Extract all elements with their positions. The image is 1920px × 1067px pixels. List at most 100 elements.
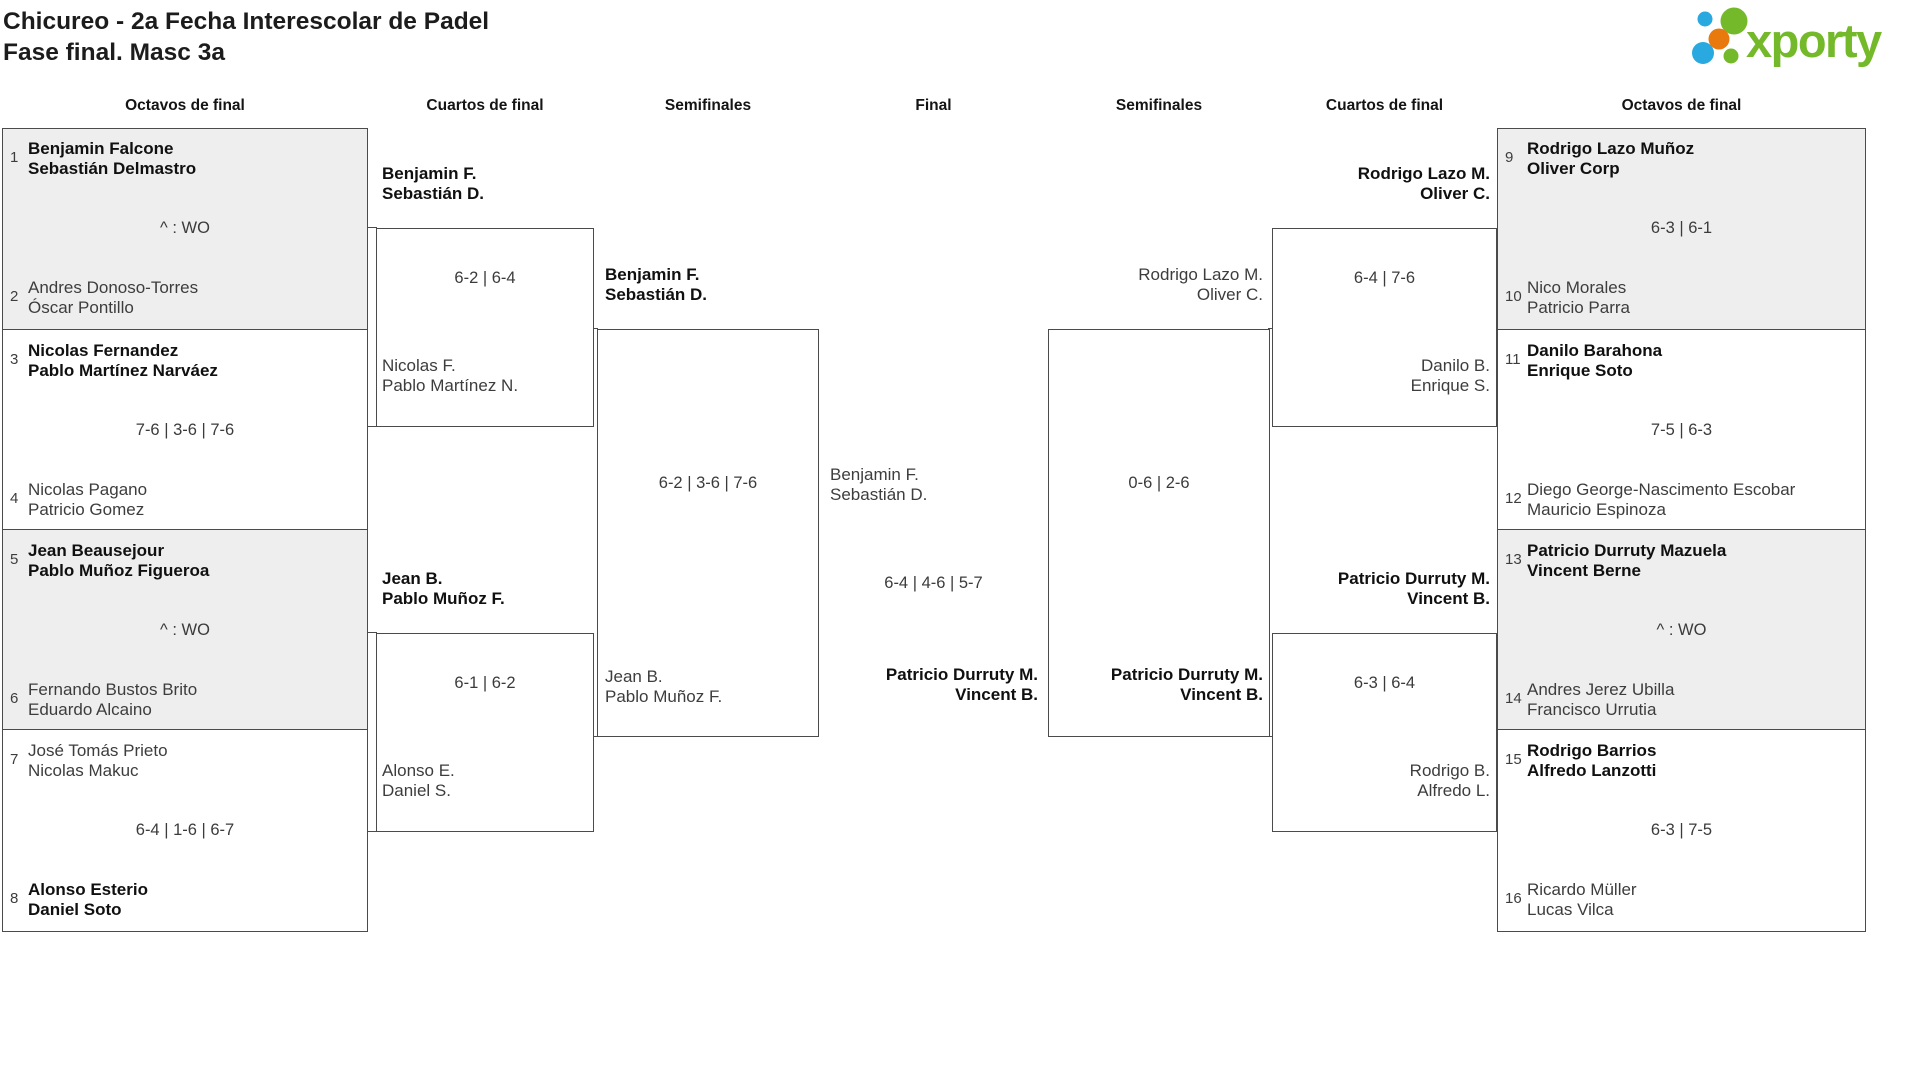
team-player-2: Vincent Berne xyxy=(1527,561,1642,580)
team-player-1: Rodrigo Lazo Muñoz xyxy=(1527,139,1695,158)
team-player-2: Pablo Muñoz F. xyxy=(382,589,505,608)
page-title-line1: Chicureo - 2a Fecha Interescolar de Pade… xyxy=(3,8,490,35)
team-name: Patricio Durruty M. Vincent B. xyxy=(1048,665,1263,705)
team-player-1: Patricio Durruty Mazuela xyxy=(1527,541,1727,560)
round-label-right-qf: Cuartos de final xyxy=(1325,97,1444,114)
team-player-1: Jean B. xyxy=(382,569,443,588)
team-player-2: Francisco Urrutia xyxy=(1527,700,1657,719)
match-box-right-r16-4[interactable] xyxy=(1497,729,1866,932)
seed-number: 5 xyxy=(10,551,19,568)
team-name: Alonso E. Daniel S. xyxy=(382,761,455,801)
team-player-2: Oliver C. xyxy=(1420,184,1490,203)
team-name: Danilo Barahona Enrique Soto xyxy=(1527,341,1662,381)
team-name: Nico Morales Patricio Parra xyxy=(1527,278,1630,318)
match-score: 6-1 | 6-2 xyxy=(454,674,516,692)
team-name: Benjamin F. Sebastián D. xyxy=(605,265,707,305)
team-player-1: Andres Jerez Ubilla xyxy=(1527,680,1675,699)
seed-number: 8 xyxy=(10,890,19,907)
match-score: 6-4 | 1-6 | 6-7 xyxy=(135,821,235,839)
match-score: 6-3 | 6-4 xyxy=(1353,674,1416,692)
match-box-left-sf[interactable] xyxy=(597,329,819,737)
match-score: 7-5 | 6-3 xyxy=(1650,421,1713,439)
team-name: Rodrigo Barrios Alfredo Lanzotti xyxy=(1527,741,1656,781)
match-box-left-qf-2[interactable] xyxy=(376,633,594,832)
seed-number: 15 xyxy=(1505,751,1522,768)
team-player-1: Rodrigo B. xyxy=(1409,761,1490,780)
team-name: Jean B. Pablo Muñoz F. xyxy=(605,667,722,707)
team-player-2: Pablo Martínez Narváez xyxy=(28,361,218,380)
page-title: Chicureo - 2a Fecha Interescolar de Pade… xyxy=(3,6,489,68)
seed-number: 11 xyxy=(1505,351,1521,368)
team-name: Benjamin F. Sebastián D. xyxy=(830,465,927,505)
team-player-1: Fernando Bustos Brito xyxy=(28,680,198,699)
team-player-1: Nicolas Pagano xyxy=(28,480,148,499)
team-player-1: Patricio Durruty M. xyxy=(1337,569,1490,588)
round-label-right-r16: Octavos de final xyxy=(1621,97,1742,114)
team-player-1: Benjamin F. xyxy=(382,164,477,183)
match-box-right-qf-1[interactable] xyxy=(1272,228,1497,427)
match-score: 0-6 | 2-6 xyxy=(1128,474,1190,492)
team-player-2: Daniel Soto xyxy=(28,900,122,919)
match-box-left-r16-4[interactable] xyxy=(2,729,368,932)
team-player-1: Alonso E. xyxy=(382,761,455,780)
match-box-left-r16-1[interactable] xyxy=(2,128,368,330)
seed-number: 10 xyxy=(1505,288,1522,305)
team-name: Fernando Bustos Brito Eduardo Alcaino xyxy=(28,680,197,720)
team-player-1: Jean Beausejour xyxy=(28,541,165,560)
round-label-left-sf: Semifinales xyxy=(664,97,752,114)
match-box-right-sf[interactable] xyxy=(1048,329,1270,737)
team-player-2: Óscar Pontillo xyxy=(28,298,134,317)
team-name: Rodrigo B. Alfredo L. xyxy=(1272,761,1490,801)
team-player-2: Lucas Vilca xyxy=(1527,900,1614,919)
team-name: Patricio Durruty Mazuela Vincent Berne xyxy=(1527,541,1726,581)
match-box-left-qf-1[interactable] xyxy=(376,228,594,427)
match-box-right-r16-2[interactable] xyxy=(1497,329,1866,530)
team-name: Nicolas Fernandez Pablo Martínez Narváez xyxy=(28,341,218,381)
round-label-left-r16: Octavos de final xyxy=(125,97,245,114)
team-player-2: Sebastián D. xyxy=(382,184,485,203)
seed-number: 12 xyxy=(1505,490,1522,507)
team-player-2: Vincent B. xyxy=(955,685,1038,704)
team-player-2: Oliver Corp xyxy=(1527,159,1620,178)
team-name: Jean Beausejour Pablo Muñoz Figueroa xyxy=(28,541,209,581)
team-player-2: Enrique S. xyxy=(1410,376,1490,395)
team-player-1: Danilo B. xyxy=(1421,356,1490,375)
match-score: ^ : WO xyxy=(160,219,210,237)
team-player-1: Patricio Durruty M. xyxy=(885,665,1038,684)
team-player-1: Benjamin Falcone xyxy=(28,139,174,158)
match-box-left-r16-2[interactable] xyxy=(2,329,368,530)
match-box-right-r16-1[interactable] xyxy=(1497,128,1866,330)
round-label-right-sf: Semifinales xyxy=(1115,97,1203,114)
page-title-line2: Fase final. Masc 3a xyxy=(3,39,225,66)
team-player-1: Rodrigo Barrios xyxy=(1527,741,1657,760)
match-score: ^ : WO xyxy=(1656,621,1707,639)
xporty-logo[interactable]: xporty xyxy=(1686,3,1920,75)
team-player-1: Nicolas Fernandez xyxy=(28,341,179,360)
team-player-2: Oliver C. xyxy=(1196,285,1263,304)
team-player-2: Mauricio Espinoza xyxy=(1527,500,1666,519)
team-player-1: José Tomás Prieto xyxy=(28,741,168,760)
seed-number: 6 xyxy=(10,690,19,707)
match-score: 7-6 | 3-6 | 7-6 xyxy=(135,421,235,439)
team-name: José Tomás Prieto Nicolas Makuc xyxy=(28,741,168,781)
team-name: Patricio Durruty M. Vincent B. xyxy=(819,665,1038,705)
match-box-right-r16-3[interactable] xyxy=(1497,529,1866,730)
match-box-right-qf-2[interactable] xyxy=(1272,633,1497,832)
team-player-2: Pablo Martínez N. xyxy=(382,376,519,395)
seed-number: 3 xyxy=(10,351,19,368)
match-box-left-r16-3[interactable] xyxy=(2,529,368,730)
seed-number: 9 xyxy=(1505,149,1514,166)
logo-mark-icon xyxy=(1692,7,1748,64)
seed-number: 13 xyxy=(1505,551,1522,568)
team-player-1: Jean B. xyxy=(605,667,663,686)
round-label-final: Final xyxy=(915,97,952,114)
match-score: ^ : WO xyxy=(160,621,210,639)
bracket-connector xyxy=(367,632,377,633)
team-player-2: Enrique Soto xyxy=(1527,361,1633,380)
team-player-2: Vincent B. xyxy=(1180,685,1263,704)
team-player-2: Patricio Gomez xyxy=(28,500,145,519)
seed-number: 4 xyxy=(10,490,19,507)
seed-number: 2 xyxy=(10,288,19,305)
team-player-1: Rodrigo Lazo M. xyxy=(1357,164,1490,183)
